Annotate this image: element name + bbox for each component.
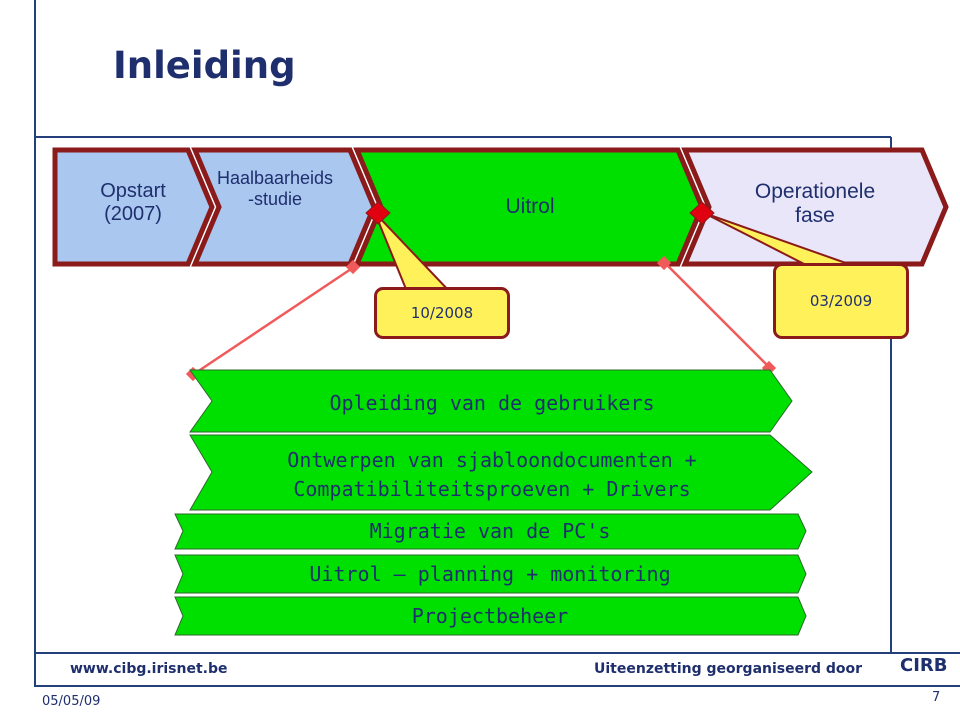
task-label-projectbeheer: Projectbeheer — [411, 604, 569, 628]
page-number: 7 — [932, 690, 941, 705]
phase-label-uitrol: Uitrol — [505, 195, 555, 218]
footer-band-bottom — [34, 685, 960, 687]
connector-line-right — [664, 262, 771, 369]
milestone-date-box-2: 03/2009 — [773, 263, 909, 339]
footer-date: 05/05/09 — [42, 694, 101, 709]
milestone-date-1: 10/2008 — [410, 304, 474, 322]
cirb-logo: CIRB — [900, 655, 948, 676]
milestone-date-2: 03/2009 — [809, 292, 873, 310]
phase-label-operationeel: Operationele fase — [754, 180, 876, 228]
connector-marker — [656, 255, 672, 271]
phase-label-opstart: Opstart (2007) — [100, 180, 166, 225]
connector-marker — [185, 366, 201, 382]
footer-band — [34, 652, 960, 654]
connector-marker — [761, 360, 777, 376]
callout-pointer-1 — [374, 212, 455, 295]
task-label-migratie: Migratie van de PC's — [369, 519, 611, 543]
milestone-diamond-1 — [365, 201, 391, 225]
task-label-opleiding: Opleiding van de gebruikers — [329, 391, 655, 415]
connector-marker — [345, 259, 361, 275]
footer-subtitle: Uiteenzetting georganiseerd door — [594, 661, 863, 677]
task-label-uitrol: Uitrol – planning + monitoring — [309, 562, 671, 586]
footer-url-link[interactable]: www.cibg.irisnet.be — [70, 661, 228, 677]
connector-line-left — [193, 265, 355, 376]
milestone-date-box-1: 10/2008 — [374, 287, 510, 339]
task-label-ontwerpen: Ontwerpen van sjabloondocumenten + Compa… — [287, 448, 697, 501]
left-vertical-line — [34, 0, 36, 686]
slide-title: Inleiding — [113, 44, 296, 87]
phase-label-haalbaarheid: Haalbaarheids -studie — [216, 168, 334, 209]
